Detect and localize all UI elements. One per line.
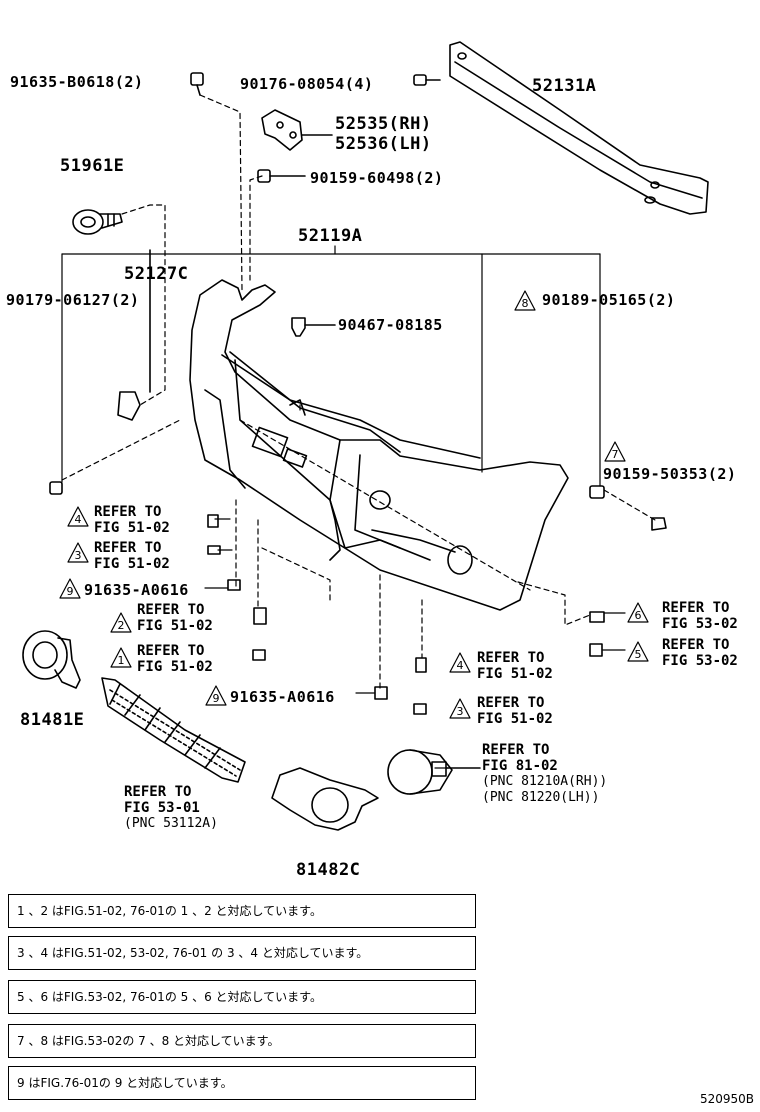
label-90189-05165: 90189-05165(2) xyxy=(542,291,676,309)
clip-90189-drawing xyxy=(589,485,605,499)
label-91635-a0616-lower: 91635-A0616 xyxy=(230,688,335,706)
fog-lamp-drawing xyxy=(387,749,481,795)
small-fasteners-drawing xyxy=(207,514,605,715)
marker-4a: 4 xyxy=(75,513,82,526)
marker-3b: 3 xyxy=(457,705,464,718)
note-box-5-6: 5 、6 はFIG.53-02, 76-01の 5 、6 と対応しています。 xyxy=(8,980,476,1014)
label-81482c: 81482C xyxy=(296,860,361,880)
label-81481e: 81481E xyxy=(20,710,85,730)
refer-fig-51-02-4b: REFER TO FIG 51-02 xyxy=(477,650,553,682)
refer-fig-51-02-3b: REFER TO FIG 51-02 xyxy=(477,695,553,727)
label-90159-60498: 90159-60498(2) xyxy=(310,169,444,187)
label-52131a: 52131A xyxy=(532,76,597,96)
triangle-markers xyxy=(59,290,649,719)
marker-2: 2 xyxy=(118,619,125,632)
bumper-reinforcement-drawing xyxy=(449,41,709,215)
refer-fig-53-02-6: REFER TO FIG 53-02 xyxy=(662,600,738,632)
refer-fig-81-02: REFER TO FIG 81-02 (PNC 81210A(RH)) (PNC… xyxy=(482,742,608,805)
note-box-1-2: 1 、2 はFIG.51-02, 76-01の 1 、2 と対応しています。 xyxy=(8,894,476,928)
dashed-lines xyxy=(61,94,656,689)
bolt-90159-50353-drawing xyxy=(651,517,667,531)
marker-9b: 9 xyxy=(213,692,220,705)
marker-1: 1 xyxy=(118,654,125,667)
figure-code: 520950B xyxy=(699,1092,754,1106)
label-51961e: 51961E xyxy=(60,156,125,176)
bolt-91635-drawing xyxy=(190,72,204,96)
bolt-90159-60498-drawing xyxy=(257,169,306,183)
bracket-52535-drawing xyxy=(261,109,333,151)
marker-9a: 9 xyxy=(67,585,74,598)
label-91635-b0618: 91635-B0618(2) xyxy=(10,73,144,91)
note-box-9: 9 はFIG.76-01の 9 と対応しています。 xyxy=(8,1066,476,1100)
triangle-numbers: 4 3 9 2 1 9 4 3 6 5 8 7 xyxy=(67,297,642,718)
label-52536: 52536(LH) xyxy=(335,134,432,154)
tow-hook-drawing xyxy=(72,209,123,235)
label-52535: 52535(RH) xyxy=(335,114,432,134)
refer-fig-53-01: REFER TO FIG 53-01 (PNC 53112A) xyxy=(124,784,218,831)
lower-grille-drawing xyxy=(101,677,246,783)
note-box-3-4: 3 、4 はFIG.51-02, 53-02, 76-01 の 3 、4 と対応… xyxy=(8,936,476,970)
marker-4b: 4 xyxy=(457,659,464,672)
label-90176-08054: 90176-08054(4) xyxy=(240,75,374,93)
marker-8: 8 xyxy=(522,297,529,310)
bolt-90176-drawing xyxy=(413,74,441,86)
leader-lines xyxy=(61,245,626,769)
fog-lamp-bezel-drawing xyxy=(271,767,379,831)
tow-hook-cover-drawing xyxy=(117,249,151,421)
clip-90467-drawing xyxy=(291,317,336,337)
marker-5: 5 xyxy=(635,648,642,661)
bumper-cover-drawing xyxy=(189,279,569,611)
label-52127c: 52127C xyxy=(124,264,189,284)
refer-fig-51-02-3a: REFER TO FIG 51-02 xyxy=(94,540,170,572)
note-box-7-8: 7 、8 はFIG.53-02の 7 、8 と対応しています。 xyxy=(8,1024,476,1058)
refer-fig-51-02-2: REFER TO FIG 51-02 xyxy=(137,602,213,634)
refer-fig-53-02-5: REFER TO FIG 53-02 xyxy=(662,637,738,669)
refer-fig-51-02-4a: REFER TO FIG 51-02 xyxy=(94,504,170,536)
marker-7: 7 xyxy=(612,448,619,461)
clip-90179-drawing xyxy=(49,481,63,495)
fog-lamp-bracket-81481e-drawing xyxy=(22,630,81,689)
refer-fig-51-02-1: REFER TO FIG 51-02 xyxy=(137,643,213,675)
label-52119a: 52119A xyxy=(298,226,363,246)
label-90179-06127: 90179-06127(2) xyxy=(6,291,140,309)
label-90467-08185: 90467-08185 xyxy=(338,316,443,334)
label-90159-50353: 90159-50353(2) xyxy=(603,465,737,483)
marker-3a: 3 xyxy=(75,549,82,562)
label-91635-a0616-upper: 91635-A0616 xyxy=(84,581,189,599)
marker-6: 6 xyxy=(635,609,642,622)
